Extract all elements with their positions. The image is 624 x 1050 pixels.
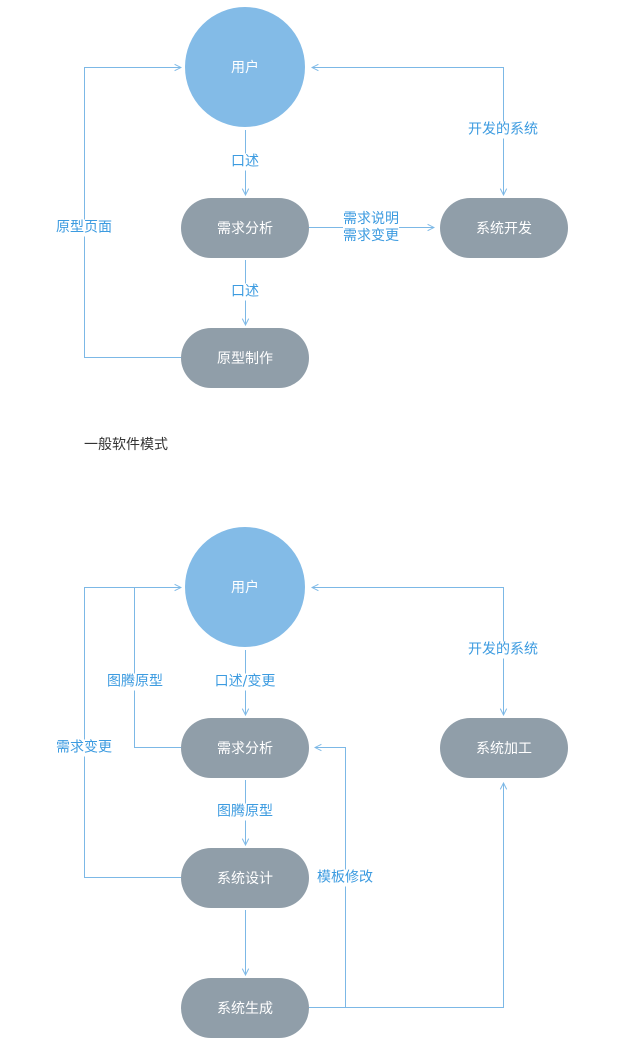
d1-node-system-develop: 系统开发	[440, 198, 568, 258]
d1-label-req-spec: 需求说明	[343, 211, 399, 227]
d2-label-totem-prototype-left: 图腾原型	[107, 673, 163, 691]
d1-label-requirements: 需求说明 需求变更	[343, 211, 399, 245]
d1-label-user-to-analysis: 口述	[231, 153, 259, 171]
d1-label-developed-system: 开发的系统	[468, 121, 538, 139]
d2-node-system-process: 系统加工	[440, 718, 568, 778]
d2-node-requirement-analysis: 需求分析	[181, 718, 309, 778]
d2-node-system-generate: 系统生成	[181, 978, 309, 1038]
d2-label-user-to-analysis: 口述/变更	[214, 673, 276, 691]
edge-d2-design-to-user	[84, 588, 182, 878]
d2-label-requirement-change: 需求变更	[56, 739, 112, 757]
edge-d1-prototype-to-user	[84, 68, 182, 358]
d1-node-user: 用户	[185, 7, 305, 127]
d2-node-user: 用户	[185, 527, 305, 647]
d1-label-prototype-pages: 原型页面	[56, 219, 112, 237]
d2-node-system-design: 系统设计	[181, 848, 309, 908]
d1-label-req-change: 需求变更	[343, 228, 399, 244]
d2-label-template-modify: 模板修改	[317, 869, 373, 887]
d2-label-analysis-to-design: 图腾原型	[217, 803, 273, 821]
edge-d2-generate-to-process	[345, 783, 504, 1008]
d1-node-prototype: 原型制作	[181, 328, 309, 388]
d1-caption: 一般软件模式	[84, 437, 168, 453]
edge-d2-analysis-to-user	[134, 587, 181, 748]
d1-node-requirement-analysis: 需求分析	[181, 198, 309, 258]
d1-label-analysis-to-prototype: 口述	[231, 283, 259, 301]
d2-label-developed-system: 开发的系统	[468, 641, 538, 659]
